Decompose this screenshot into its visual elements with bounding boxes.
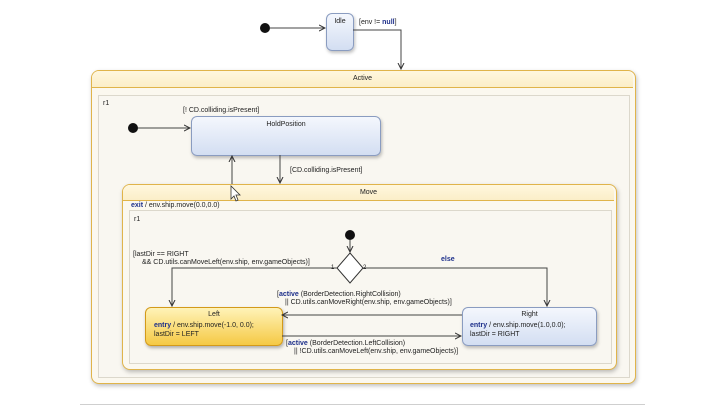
right-entry-action: entry / env.ship.move(1.0,0.0); lastDir … — [470, 322, 566, 338]
state-idle[interactable] — [326, 13, 354, 51]
guard-choice-left-line1: [lastDir == RIGHT — [133, 251, 189, 258]
transition-choice-left — [172, 267, 337, 306]
guard-right-to-left-line2: || CD.utils.canMoveRight(env.ship, env.g… — [285, 299, 452, 306]
guard-not-colliding: [! CD.colliding.isPresent] — [183, 107, 260, 114]
initial-node-r1 — [128, 123, 138, 133]
mouse-cursor-icon — [230, 185, 241, 202]
state-idle-title: Idle — [334, 18, 346, 25]
guard-left-to-right-line1: [active (BorderDetection.LeftCollision) — [286, 340, 406, 347]
initial-node-move — [345, 230, 355, 240]
guard-else: else — [441, 256, 455, 263]
state-active-title: Active — [92, 71, 633, 88]
state-right-title: Right — [521, 311, 538, 318]
state-hold-position[interactable] — [191, 116, 381, 156]
guard-choice-left-line2: && CD.utils.canMoveLeft(env.ship, env.ga… — [142, 259, 310, 266]
choice-outgoing-1: 1 — [331, 265, 335, 271]
guard-left-to-right-line2: || !CD.utils.canMoveLeft(env.ship, env.g… — [294, 348, 459, 355]
left-entry-action: entry / env.ship.move(-1.0, 0.0); lastDi… — [154, 322, 254, 338]
transition-choice-right — [363, 267, 547, 306]
move-region-label: r1 — [134, 216, 141, 223]
transition-idle-active — [353, 29, 401, 69]
guard-colliding: [CD.colliding.isPresent] — [290, 167, 363, 174]
state-right[interactable] — [462, 307, 597, 346]
move-exit-action: exit / env.ship.move(0.0,0.0) — [131, 202, 220, 209]
state-move-title: Move — [123, 185, 614, 201]
state-left[interactable] — [145, 307, 283, 346]
choice-outgoing-2: 2 — [363, 265, 367, 271]
bottom-divider — [80, 404, 645, 405]
guard-right-to-left-line1: [active (BorderDetection.RightCollision) — [277, 291, 401, 298]
initial-node-top — [260, 23, 270, 33]
active-region-label: r1 — [103, 100, 110, 107]
state-left-title: Left — [208, 311, 220, 318]
choice-node — [336, 252, 364, 284]
state-hold-position-title: HoldPosition — [266, 121, 306, 128]
guard-idle-active: [env != null] — [359, 19, 397, 26]
